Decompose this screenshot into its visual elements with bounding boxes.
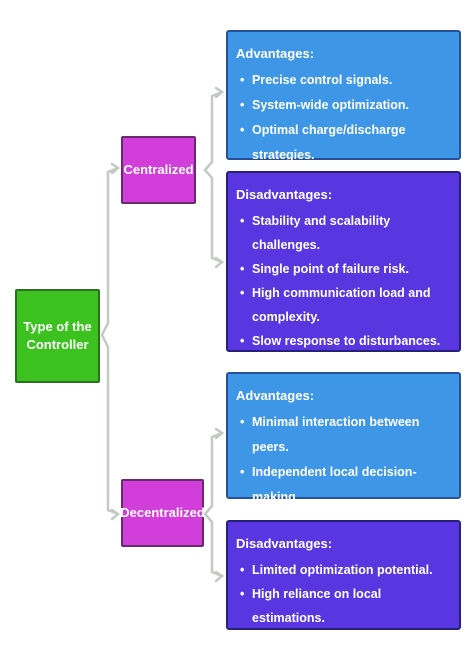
centralized-label: Centralized (123, 162, 194, 178)
root-brace (100, 166, 120, 516)
centralized-disadvantages-box: Disadvantages: Stability and scalability… (226, 171, 461, 353)
list-item: Minimal interaction between peers. (236, 410, 451, 460)
centralized-advantages-box: Advantages: Precise control signals. Sys… (226, 30, 461, 162)
decentralized-node: Decentralized (120, 479, 205, 547)
list-item: Optimal charge/discharge strategies. (236, 118, 451, 168)
decentralized-arrow-top (214, 427, 225, 440)
centralized-arrow-bottom (214, 256, 225, 269)
decentralized-label: Decentralized (120, 505, 205, 521)
advantages-list: Precise control signals. System-wide opt… (236, 68, 451, 168)
list-item: Slow response to disturbances. (236, 329, 451, 353)
centralized-node: Centralized (121, 136, 196, 204)
centralized-brace (203, 90, 224, 264)
list-item: Precise control signals. (236, 68, 451, 93)
list-item: Limited optimization potential. (236, 558, 451, 582)
box-title: Disadvantages: (236, 187, 333, 202)
box-title: Advantages: (236, 46, 315, 61)
box-title: Advantages: (236, 388, 315, 403)
list-item: High reliance on local estimations. (236, 582, 451, 630)
root-brace-arrow-bottom (110, 508, 121, 521)
advantages-list: Minimal interaction between peers. Indep… (236, 410, 451, 535)
list-item: Stability and scalability challenges. (236, 209, 451, 257)
centralized-arrow-top (214, 86, 225, 99)
disadvantages-list: Limited optimization potential. High rel… (236, 558, 451, 630)
list-item: Single point of failure risk. (236, 257, 451, 281)
decentralized-disadvantages-box: Disadvantages: Limited optimization pote… (226, 520, 461, 630)
disadvantages-list: Stability and scalability challenges. Si… (236, 209, 451, 353)
box-title: Disadvantages: (236, 536, 333, 551)
root-label-line2: Controller (26, 337, 89, 352)
decentralized-advantages-box: Advantages: Minimal interaction between … (226, 372, 461, 535)
root-label-line1: Type of the (23, 319, 92, 335)
decentralized-arrow-bottom (214, 570, 225, 583)
list-item: System-wide optimization. (236, 93, 451, 118)
list-item: Independent local decision-making. (236, 460, 451, 510)
decentralized-brace (203, 431, 224, 578)
list-item: High communication load and complexity. (236, 281, 451, 329)
root-brace-arrow-top (110, 162, 121, 175)
root-node-controller-type: Type of the Controller (15, 289, 100, 383)
